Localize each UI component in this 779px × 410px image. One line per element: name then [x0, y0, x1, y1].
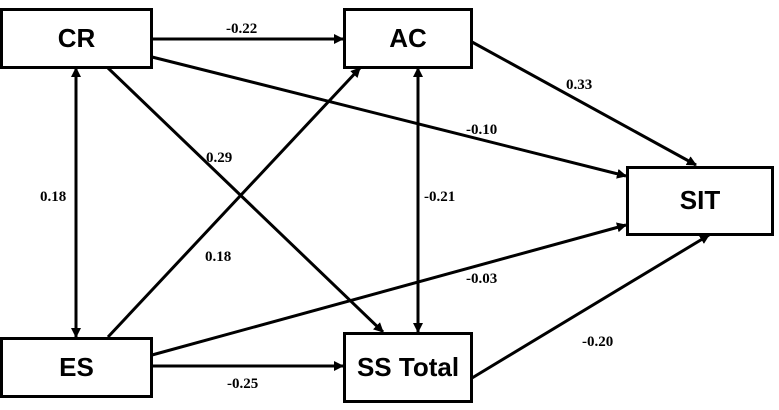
node-sit: SIT: [626, 166, 774, 236]
edge-label-ac-sit: 0.33: [566, 77, 592, 93]
edge-ac-sit: [471, 40, 697, 167]
edge-label-cr-sit: -0.10: [466, 122, 497, 138]
node-ac: AC: [343, 8, 473, 69]
edge-label-es-ac: 0.18: [205, 249, 231, 265]
edge-ss-sit: [471, 233, 710, 380]
node-es: ES: [0, 337, 153, 398]
edge-es-ac: [106, 66, 362, 339]
edge-label-es-ss: -0.25: [227, 376, 258, 392]
node-cr-label: CR: [58, 23, 96, 53]
edge-label-cr-es: 0.18: [40, 189, 66, 205]
node-cr: CR: [0, 8, 153, 69]
node-ac-label: AC: [389, 23, 427, 53]
edge-label-cr-ss: 0.29: [206, 150, 232, 166]
edge-label-es-sit: -0.03: [466, 271, 497, 287]
node-sit-label: SIT: [680, 185, 721, 215]
edge-label-ss-sit: -0.20: [582, 334, 613, 350]
edge-es-sit: [151, 222, 627, 357]
node-ss-total: SS Total: [343, 332, 473, 403]
edge-label-cr-ac: -0.22: [226, 21, 257, 37]
edge-label-ac-ss: -0.21: [424, 189, 455, 205]
edge-cr-sit: [151, 55, 627, 179]
node-ss-total-label: SS Total: [357, 352, 459, 382]
node-es-label: ES: [59, 352, 94, 382]
edge-cr-ss: [106, 66, 385, 334]
